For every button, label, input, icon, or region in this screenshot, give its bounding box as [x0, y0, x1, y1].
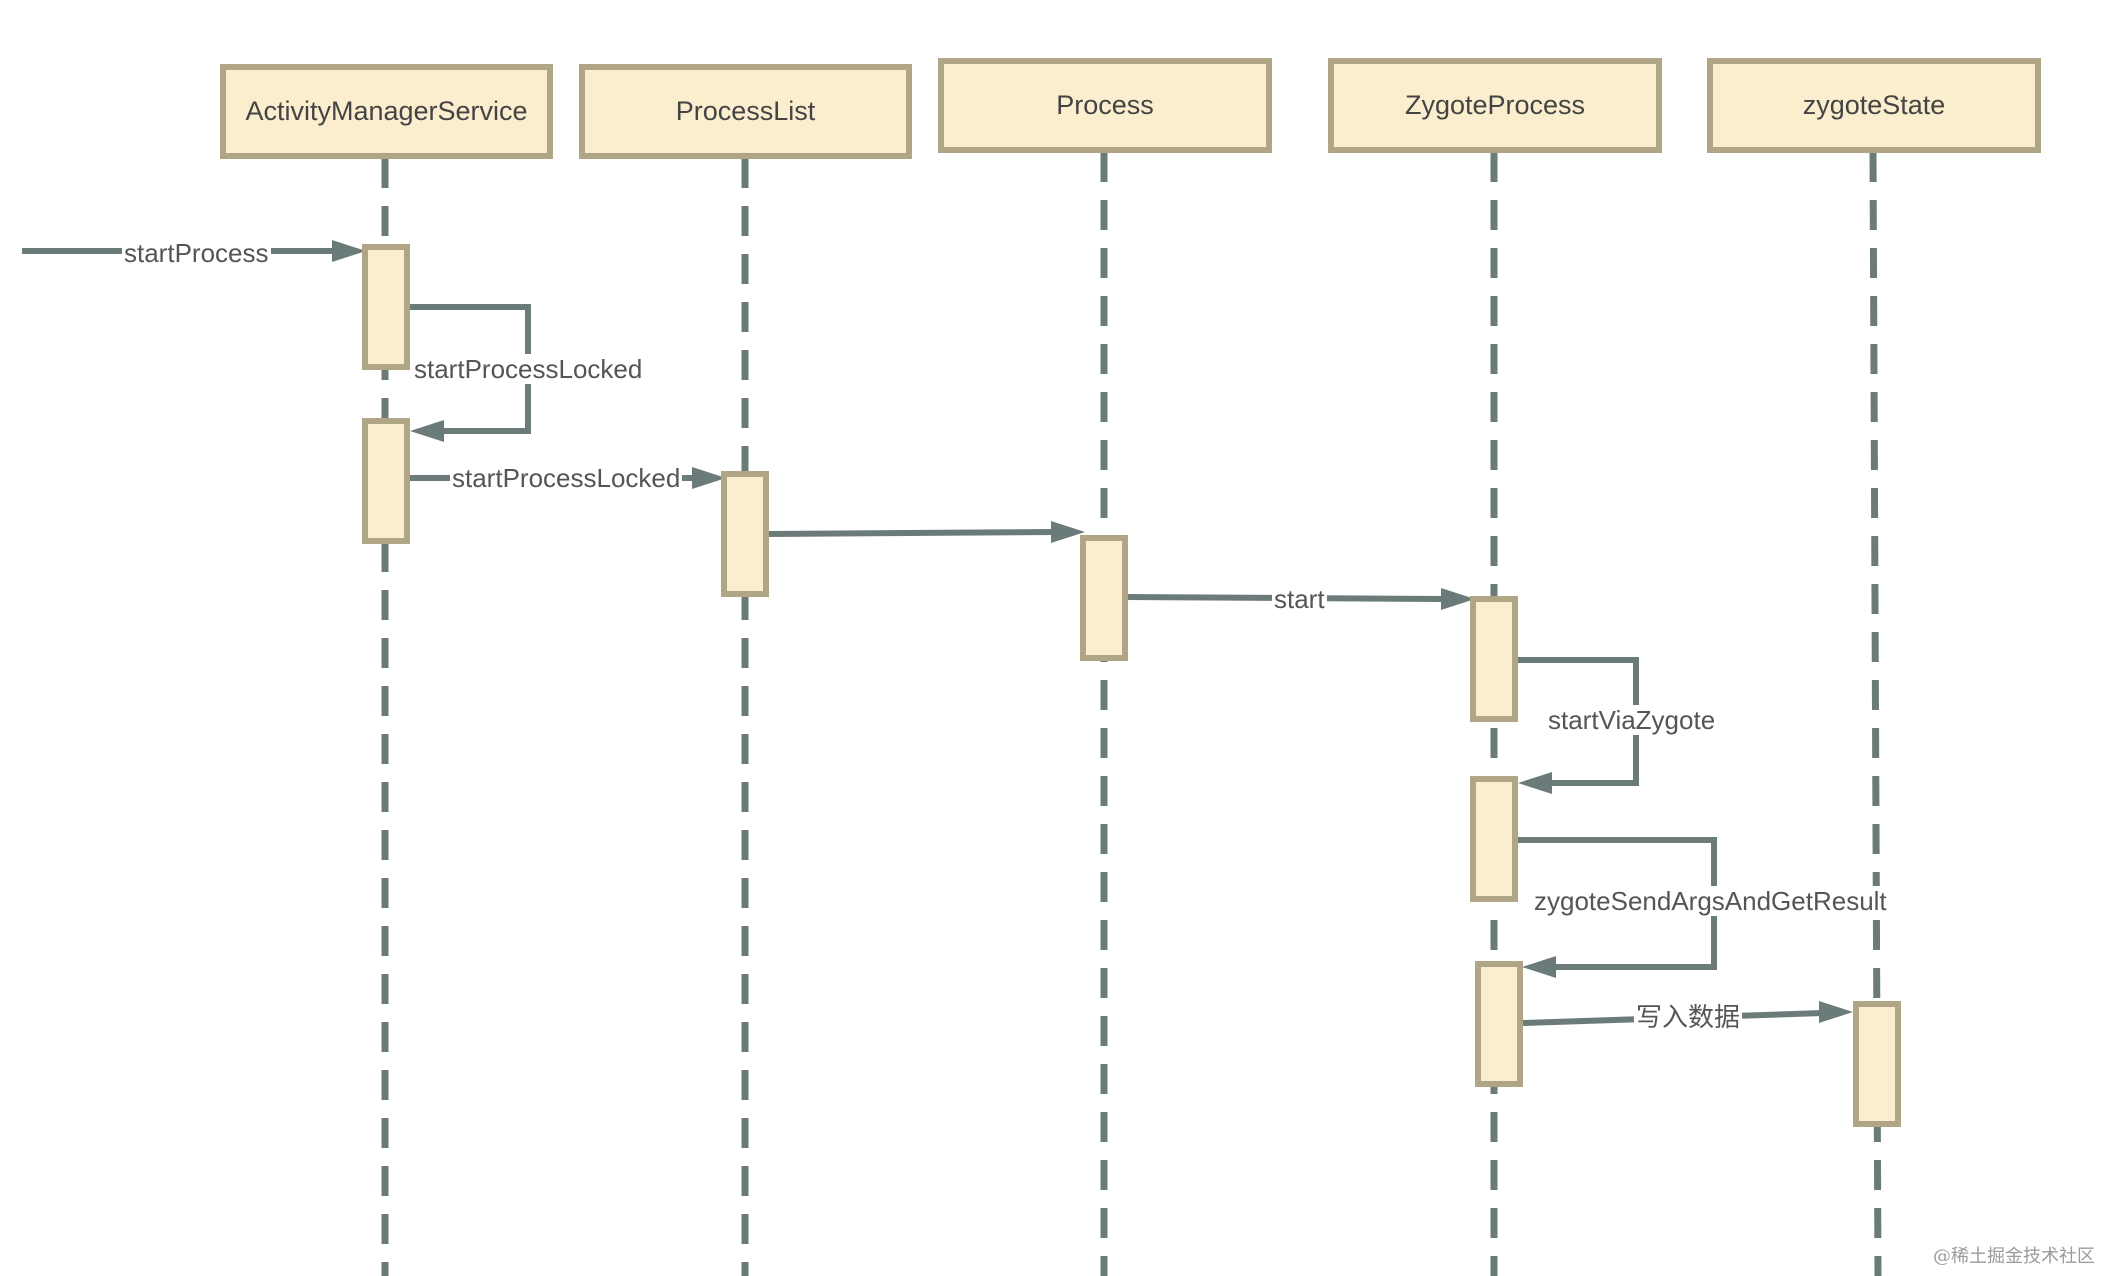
message-processlist-to-process-line — [767, 529, 1056, 537]
activation-zygoteprocess-3 — [1475, 961, 1523, 1087]
message-start-process-label: startProcess — [122, 238, 271, 268]
message-start-label: start — [1272, 584, 1327, 614]
participant-activitymanagerservice: ActivityManagerService — [220, 64, 553, 159]
message-start-via-zygote-label: startViaZygote — [1546, 705, 1718, 735]
arrowhead-icon — [410, 420, 444, 442]
activation-zygotestate-1 — [1853, 1001, 1901, 1127]
message-start-process-locked-self-label: startProcessLocked — [412, 354, 645, 384]
arrowhead-icon — [1441, 588, 1475, 610]
activation-process-1 — [1080, 535, 1128, 661]
message-write-data-label: 写入数据 — [1634, 1002, 1743, 1032]
arrowhead-icon — [692, 467, 726, 489]
activation-zygoteprocess-2 — [1470, 776, 1518, 902]
arrowhead-icon — [1819, 1001, 1853, 1023]
participant-zygoteprocess: ZygoteProcess — [1328, 58, 1662, 153]
activation-processlist-1 — [721, 471, 769, 597]
arrowhead-icon — [1518, 772, 1552, 794]
activation-ams-2 — [362, 418, 410, 544]
arrowhead-icon — [1051, 521, 1085, 543]
watermark: @稀土掘金技术社区 — [1933, 1246, 2095, 1267]
message-zygote-send-args-label: zygoteSendArgsAndGetResult — [1532, 886, 1889, 916]
message-start-process-locked-label: startProcessLocked — [450, 463, 683, 493]
participant-processlist: ProcessList — [579, 64, 912, 159]
participant-process: Process — [938, 58, 1272, 153]
activation-ams-1 — [362, 244, 410, 370]
participant-zygotestate: zygoteState — [1707, 58, 2041, 153]
activation-zygoteprocess-1 — [1470, 596, 1518, 722]
arrowhead-icon — [332, 240, 366, 262]
arrowhead-icon — [1522, 956, 1556, 978]
